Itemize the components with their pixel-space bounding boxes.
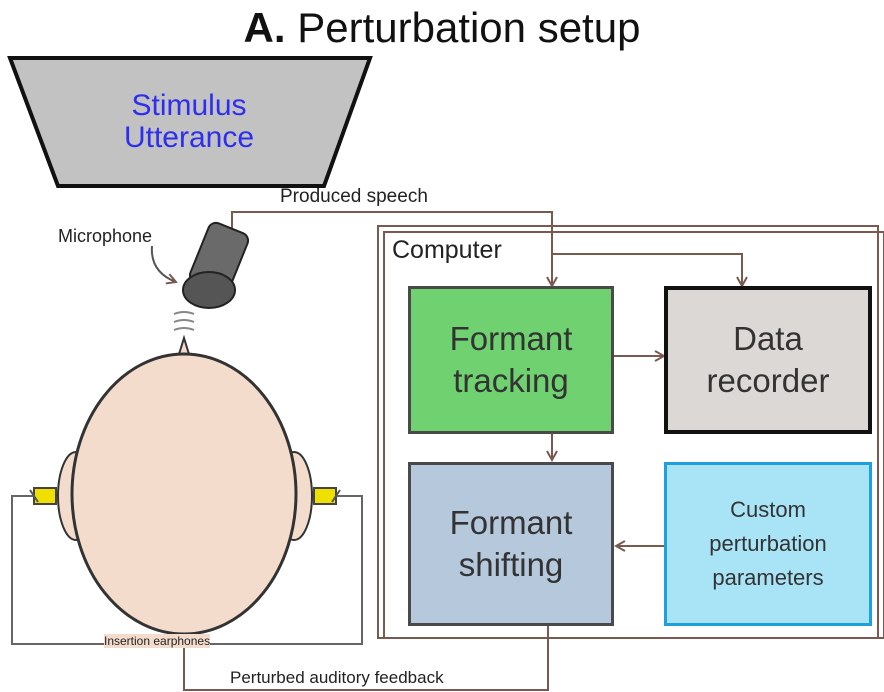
speech-to-recorder-arrow — [552, 253, 742, 286]
stimulus-monitor — [7, 56, 373, 188]
produced-speech-arrow — [231, 211, 552, 286]
left-earphone-icon — [29, 487, 57, 505]
sound-waves-icon — [173, 311, 195, 331]
computer-label: Computer — [392, 236, 502, 264]
stimulus-utterance-text: Stimulus Utterance — [123, 89, 255, 154]
title-prefix: A. — [243, 4, 286, 51]
data-recorder-block: Data recorder — [664, 286, 872, 434]
perturbed-feedback-label: Perturbed auditory feedback — [230, 668, 444, 687]
diagram-title: A. Perturbation setup — [0, 4, 884, 52]
microphone-pointer-arrow — [150, 245, 176, 282]
formant-shifting-block: Formant shifting — [408, 462, 614, 626]
title-text: Perturbation setup — [297, 4, 641, 51]
custom-parameters-block: Custom perturbation parameters — [664, 462, 872, 626]
head-icon — [57, 334, 313, 636]
produced-speech-label: Produced speech — [280, 186, 428, 207]
formant-tracking-block: Formant tracking — [408, 286, 614, 434]
computer-frame-inner — [383, 231, 884, 639]
insertion-earphones-label: Insertion earphones — [104, 634, 211, 648]
perturbed-feedback-path — [183, 626, 549, 691]
microphone-label: Microphone — [58, 226, 153, 246]
right-earphone-icon — [313, 487, 341, 505]
microphone-icon — [182, 221, 250, 309]
